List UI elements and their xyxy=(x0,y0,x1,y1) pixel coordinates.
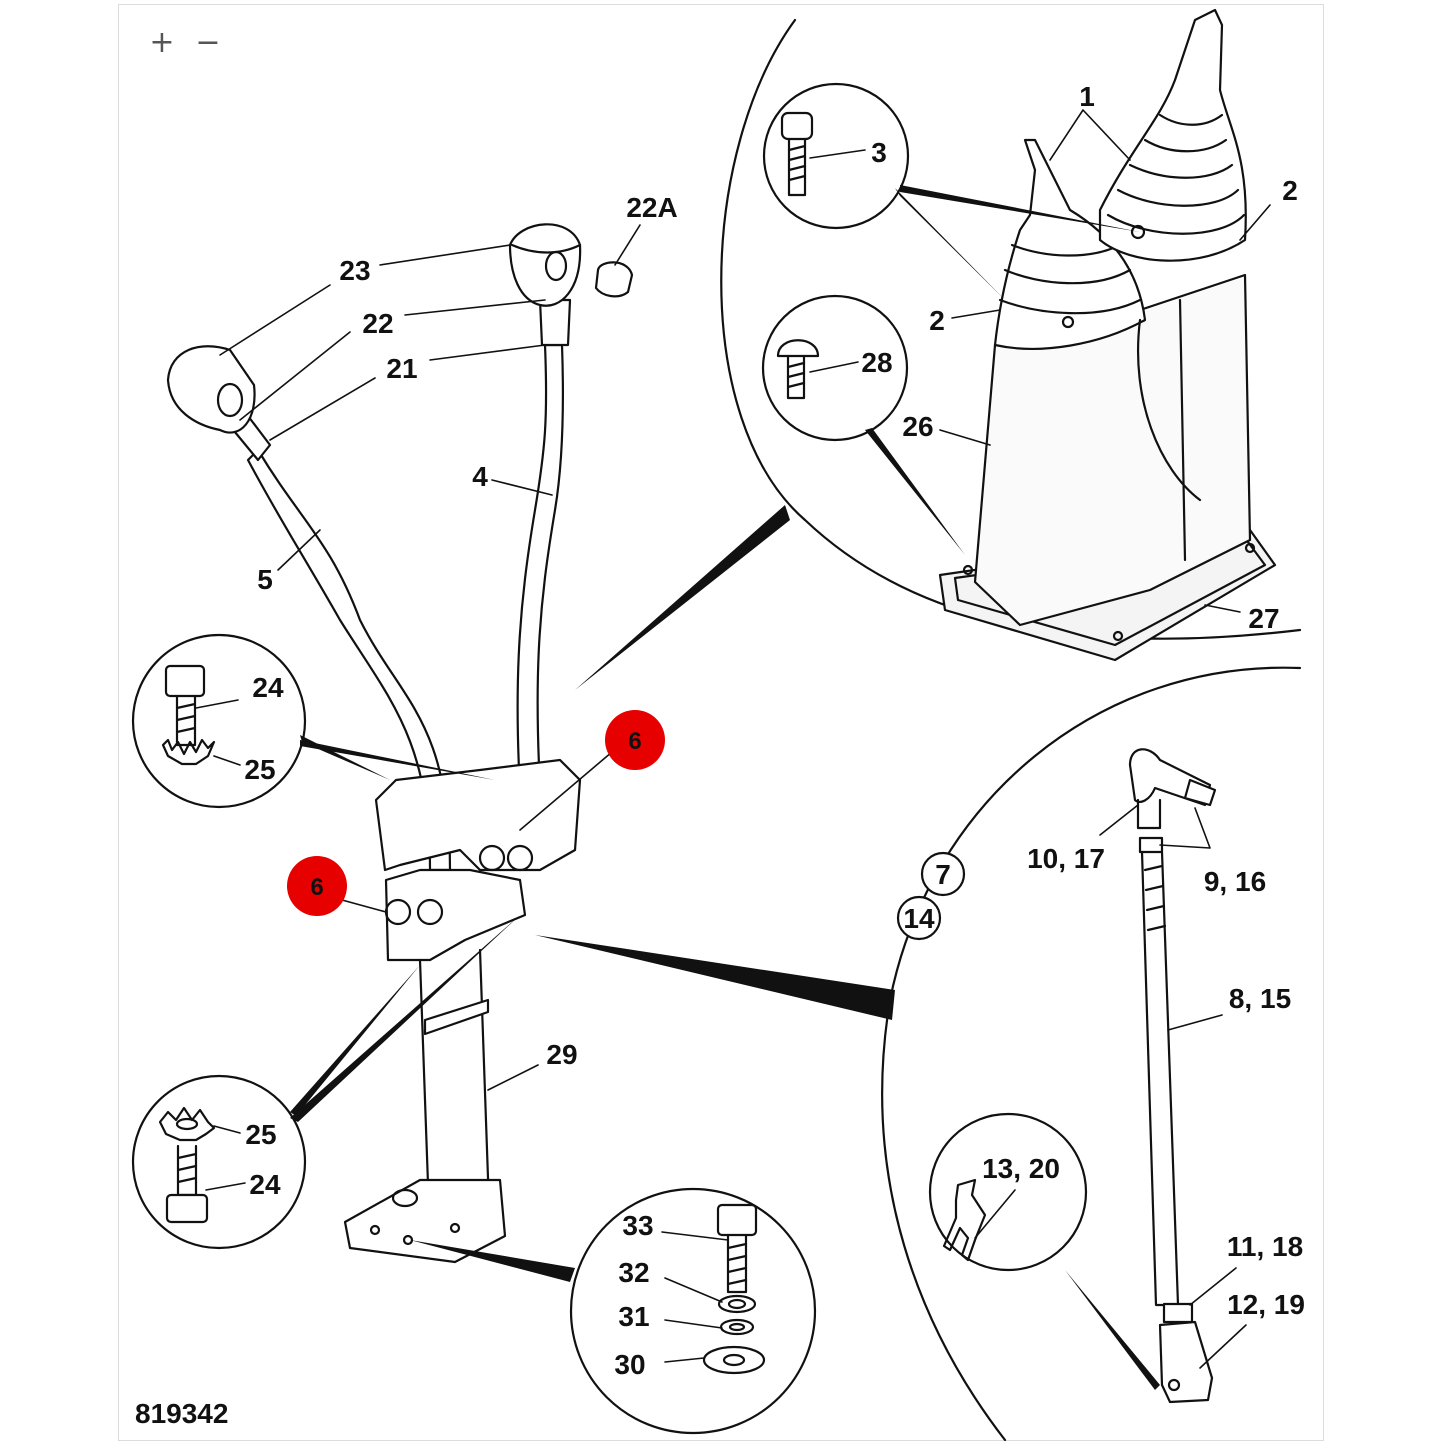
hotspot-6-lower[interactable] xyxy=(287,856,347,916)
bolt-24-bottom-icon xyxy=(158,1106,216,1224)
zoom-out-button[interactable]: − xyxy=(195,25,221,60)
ref-circle-7[interactable] xyxy=(920,851,966,897)
label-4: 4 xyxy=(472,461,488,492)
label-22: 22 xyxy=(362,308,393,339)
label-23: 23 xyxy=(339,255,370,286)
bolt-24-top-icon xyxy=(161,664,216,766)
label-2-left: 2 xyxy=(929,305,945,336)
rod-detail-outline xyxy=(881,666,1302,1442)
pivot-assembly xyxy=(343,758,582,1264)
label-32: 32 xyxy=(618,1257,649,1288)
zoom-in-button[interactable]: + xyxy=(149,25,175,60)
label-9-16: 9, 16 xyxy=(1204,866,1266,897)
drawing-number: 819342 xyxy=(135,1398,228,1429)
detail-circle-screw-3 xyxy=(762,82,910,230)
label-10-17: 10, 17 xyxy=(1027,843,1105,874)
pointer-wedges xyxy=(290,185,1160,1390)
detail-circle-screw-28 xyxy=(761,294,909,442)
detail-circle-fasteners xyxy=(569,1187,817,1435)
hotspot-6-upper[interactable] xyxy=(605,710,665,770)
leader-lines xyxy=(195,109,1271,1369)
label-26: 26 xyxy=(902,411,933,442)
fasteners-icon xyxy=(702,1203,766,1375)
label-1: 1 xyxy=(1079,81,1095,112)
screw-28-icon xyxy=(776,339,820,400)
label-30: 30 xyxy=(614,1349,645,1380)
label-33: 33 xyxy=(622,1210,653,1241)
label-29: 29 xyxy=(546,1039,577,1070)
ref-circle-14[interactable] xyxy=(896,895,942,941)
label-12-19: 12, 19 xyxy=(1227,1289,1305,1320)
screw-3-icon xyxy=(780,111,814,197)
label-24-top: 24 xyxy=(252,672,284,703)
label-3: 3 xyxy=(871,137,887,168)
label-25-top: 25 xyxy=(244,754,275,785)
label-2-right: 2 xyxy=(1282,175,1298,206)
cap-22A xyxy=(594,261,634,298)
label-31: 31 xyxy=(618,1301,649,1332)
ref-7-label[interactable]: 7 xyxy=(935,859,951,890)
ref-14-label[interactable]: 14 xyxy=(903,903,935,934)
clip-icon xyxy=(942,1178,987,1262)
label-21: 21 xyxy=(386,353,417,384)
label-24-bottom: 24 xyxy=(249,1169,281,1200)
detail-circle-bolt-24-bottom xyxy=(131,1074,307,1250)
hotspot-6-upper-label[interactable]: 6 xyxy=(628,728,641,755)
label-25-bottom: 25 xyxy=(245,1119,276,1150)
label-28: 28 xyxy=(861,347,892,378)
boot-assembly xyxy=(938,8,1277,662)
label-8-15: 8, 15 xyxy=(1229,983,1291,1014)
label-5: 5 xyxy=(257,564,273,595)
label-11-18: 11, 18 xyxy=(1227,1231,1303,1262)
label-13-20: 13, 20 xyxy=(982,1153,1060,1184)
label-22A: 22A xyxy=(626,192,677,223)
detail-circle-clip xyxy=(928,1112,1088,1272)
hotspot-6-lower-label[interactable]: 6 xyxy=(310,874,323,901)
lever-4 xyxy=(508,223,582,862)
label-27: 27 xyxy=(1248,603,1279,634)
rod-assembly xyxy=(1128,748,1217,1404)
detail-circle-bolt-24-top xyxy=(131,633,307,809)
